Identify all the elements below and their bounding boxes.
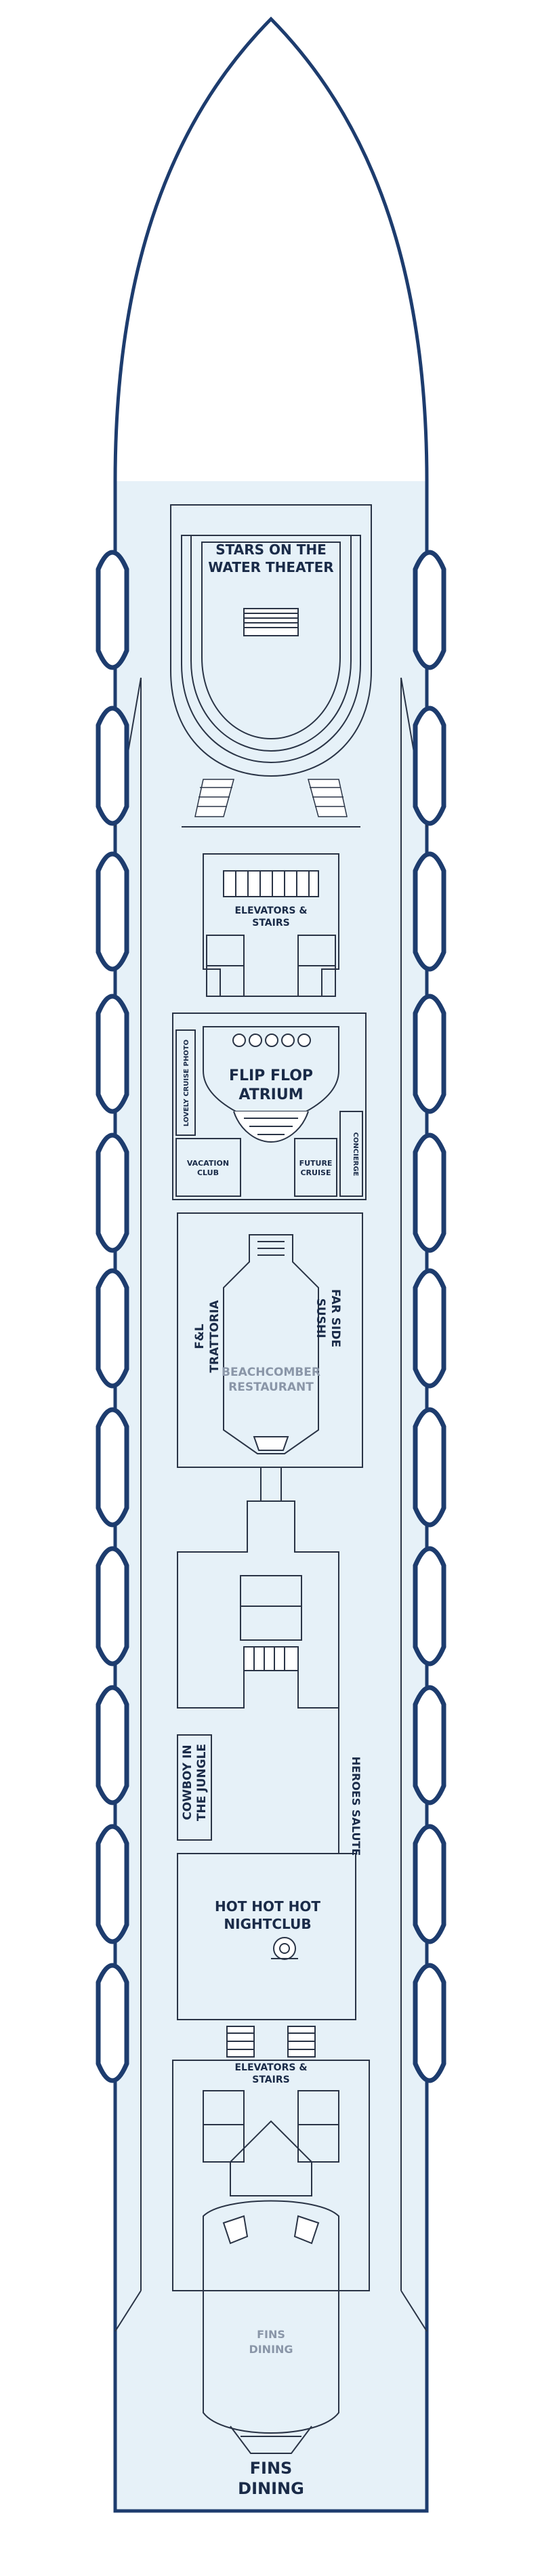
atrium-label-line1: FLIP FLOP [229,1067,313,1084]
cowboy-label-line1: COWBOY IN [181,1744,194,1820]
atrium-label-line2: ATRIUM [238,1086,303,1103]
sushi-label-line2: SUSHI [314,1299,327,1338]
fins-main-label-line1: FINS [250,2459,293,2478]
sushi-label-line1: FAR SIDE [329,1289,342,1347]
nightclub-label-line1: HOT HOT HOT [215,1898,320,1915]
lovely-cruise-photo-label: LOVELY CRUISE PHOTO [183,1040,190,1126]
beachcomber-label-line1: BEACHCOMBER [222,1366,320,1379]
elevators-stairs-aft [172,2026,370,2291]
elevators-aft-label-line2: STAIRS [252,2074,289,2085]
theater-area [170,504,372,777]
trattoria-label-line2: TRATTORIA [208,1300,222,1373]
future-cruise-label-line2: CRUISE [300,1168,331,1177]
elevators-forward-label-line1: ELEVATORS & [234,905,307,916]
fins-inner-label-line2: DINING [249,2343,293,2356]
trattoria-label-line1: F&L [193,1324,207,1349]
midship-area [177,1500,356,2020]
cowboy-label-line2: THE JUNGLE [195,1744,209,1821]
future-cruise-label-line1: FUTURE [299,1159,333,1168]
elevators-aft-label-line1: ELEVATORS & [234,2062,307,2073]
concierge-label: CONCIERGE [352,1132,359,1177]
lifeboats-port [98,552,127,2081]
fins-inner-label-line1: FINS [257,2328,285,2341]
theater-aft-stairs [194,779,348,817]
nightclub-label-line2: NIGHTCLUB [224,1916,311,1932]
theater-label-line2: WATER THEATER [208,559,333,575]
vacation-club-label-line2: CLUB [197,1168,219,1177]
heroes-salute-label: HEROES SALUTE [350,1757,362,1856]
restaurant-area [177,1212,363,1502]
elevators-forward-label-line2: STAIRS [252,918,289,928]
elevators-stairs-forward [203,853,339,997]
vacation-club-label-line1: VACATION [187,1159,229,1168]
atrium-area [172,1013,367,1200]
fins-dining-area [203,2120,339,2454]
beachcomber-label-line2: RESTAURANT [228,1381,314,1394]
lifeboats-starboard [415,552,444,2081]
theater-label-line1: STARS ON THE [215,541,327,558]
fins-main-label-line2: DINING [238,2479,304,2498]
